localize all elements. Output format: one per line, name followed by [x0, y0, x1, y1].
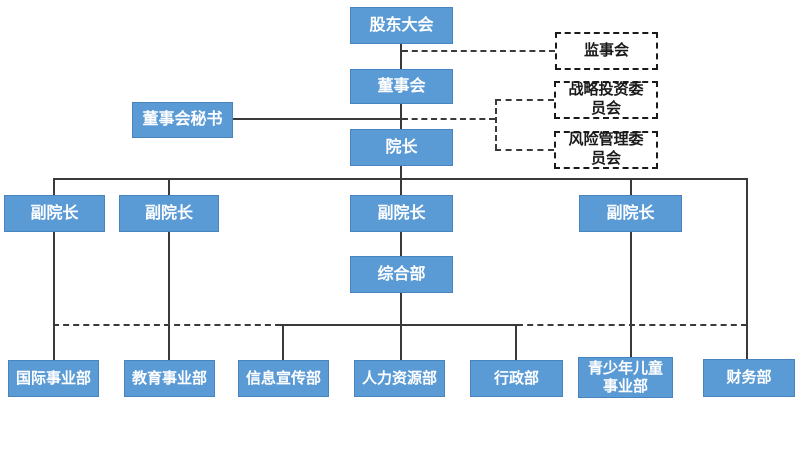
node-risk-management-committee[interactable]: 风险管理委 员会: [554, 131, 658, 169]
connector-bus-admin: [515, 325, 517, 360]
connector-mainline-vice1: [53, 179, 55, 195]
node-shareholders-meeting[interactable]: 股东大会: [350, 7, 453, 44]
node-education-division[interactable]: 教育事业部: [124, 360, 215, 397]
node-label: 院长: [385, 138, 418, 156]
connector-committee-dash-v: [495, 99, 497, 150]
node-board-secretary[interactable]: 董事会秘书: [132, 102, 233, 138]
node-label: 董事会秘书: [142, 111, 223, 129]
node-information-publicity-department[interactable]: 信息宣传部: [238, 360, 329, 397]
connector-bus-dash-left: [53, 324, 281, 326]
connector-president-mainline: [400, 166, 402, 179]
connector-shareholders-board: [400, 44, 402, 69]
node-label: 行政部: [493, 369, 539, 387]
node-supervisory-board[interactable]: 监事会: [555, 32, 658, 70]
connector-bus-info: [282, 325, 284, 360]
connector-vice2-education: [168, 232, 170, 360]
node-label: 副院长: [30, 204, 79, 222]
node-human-resources-department[interactable]: 人力资源部: [354, 360, 445, 397]
node-president[interactable]: 院长: [350, 129, 453, 166]
node-label: 董事会: [377, 77, 426, 95]
node-label: 国际事业部: [15, 369, 91, 387]
node-label: 教育事业部: [131, 369, 207, 387]
node-youth-children-division[interactable]: 青少年儿童 事业部: [578, 357, 673, 398]
connector-bus-dash-right: [517, 324, 747, 326]
node-general-department[interactable]: 综合部: [350, 256, 453, 293]
connector-board-president: [400, 104, 402, 129]
connector-strategic-dash: [495, 99, 554, 101]
connector-risk-dash: [495, 149, 554, 151]
node-board-of-directors[interactable]: 董事会: [350, 69, 453, 104]
connector-secretary-line: [233, 118, 401, 120]
node-strategic-investment-committee[interactable]: 战略投资委 员会: [554, 81, 658, 119]
node-label: 财务部: [726, 369, 772, 386]
node-label: 股东大会: [369, 16, 434, 34]
node-international-division[interactable]: 国际事业部: [8, 360, 99, 397]
connector-committee-dash-h: [402, 118, 495, 120]
node-label: 副院长: [606, 204, 655, 222]
node-administration-department[interactable]: 行政部: [470, 360, 563, 397]
node-vice-president-3[interactable]: 副院长: [350, 195, 453, 232]
node-finance-department[interactable]: 财务部: [703, 359, 795, 397]
node-label: 监事会: [583, 41, 629, 59]
node-vice-president-4[interactable]: 副院长: [579, 195, 682, 232]
connector-mainline-vice3: [400, 179, 402, 195]
node-label: 青少年儿童 事业部: [587, 359, 663, 395]
node-label: 副院长: [377, 204, 426, 222]
node-label: 战略投资委 员会: [568, 81, 644, 117]
connector-bus-solid-segment: [281, 324, 517, 326]
node-label: 信息宣传部: [245, 369, 321, 387]
connector-mainline-vice2: [168, 179, 170, 195]
node-vice-president-1[interactable]: 副院长: [4, 195, 105, 232]
connector-mainline-vice4: [630, 179, 632, 195]
node-label: 人力资源部: [361, 369, 437, 387]
node-label: 副院长: [144, 204, 193, 222]
node-label: 风险管理委 员会: [568, 131, 644, 167]
connector-vice4-youth: [630, 232, 632, 358]
node-label: 综合部: [377, 265, 426, 283]
connector-vice1-international: [53, 232, 55, 360]
node-vice-president-2[interactable]: 副院长: [119, 195, 219, 232]
connector-general-hr: [400, 293, 402, 360]
connector-supervisory-dash: [402, 50, 555, 52]
connector-main-distribution-line: [53, 178, 748, 180]
connector-vice3-general: [400, 232, 402, 256]
connector-mainline-finance: [746, 179, 748, 360]
